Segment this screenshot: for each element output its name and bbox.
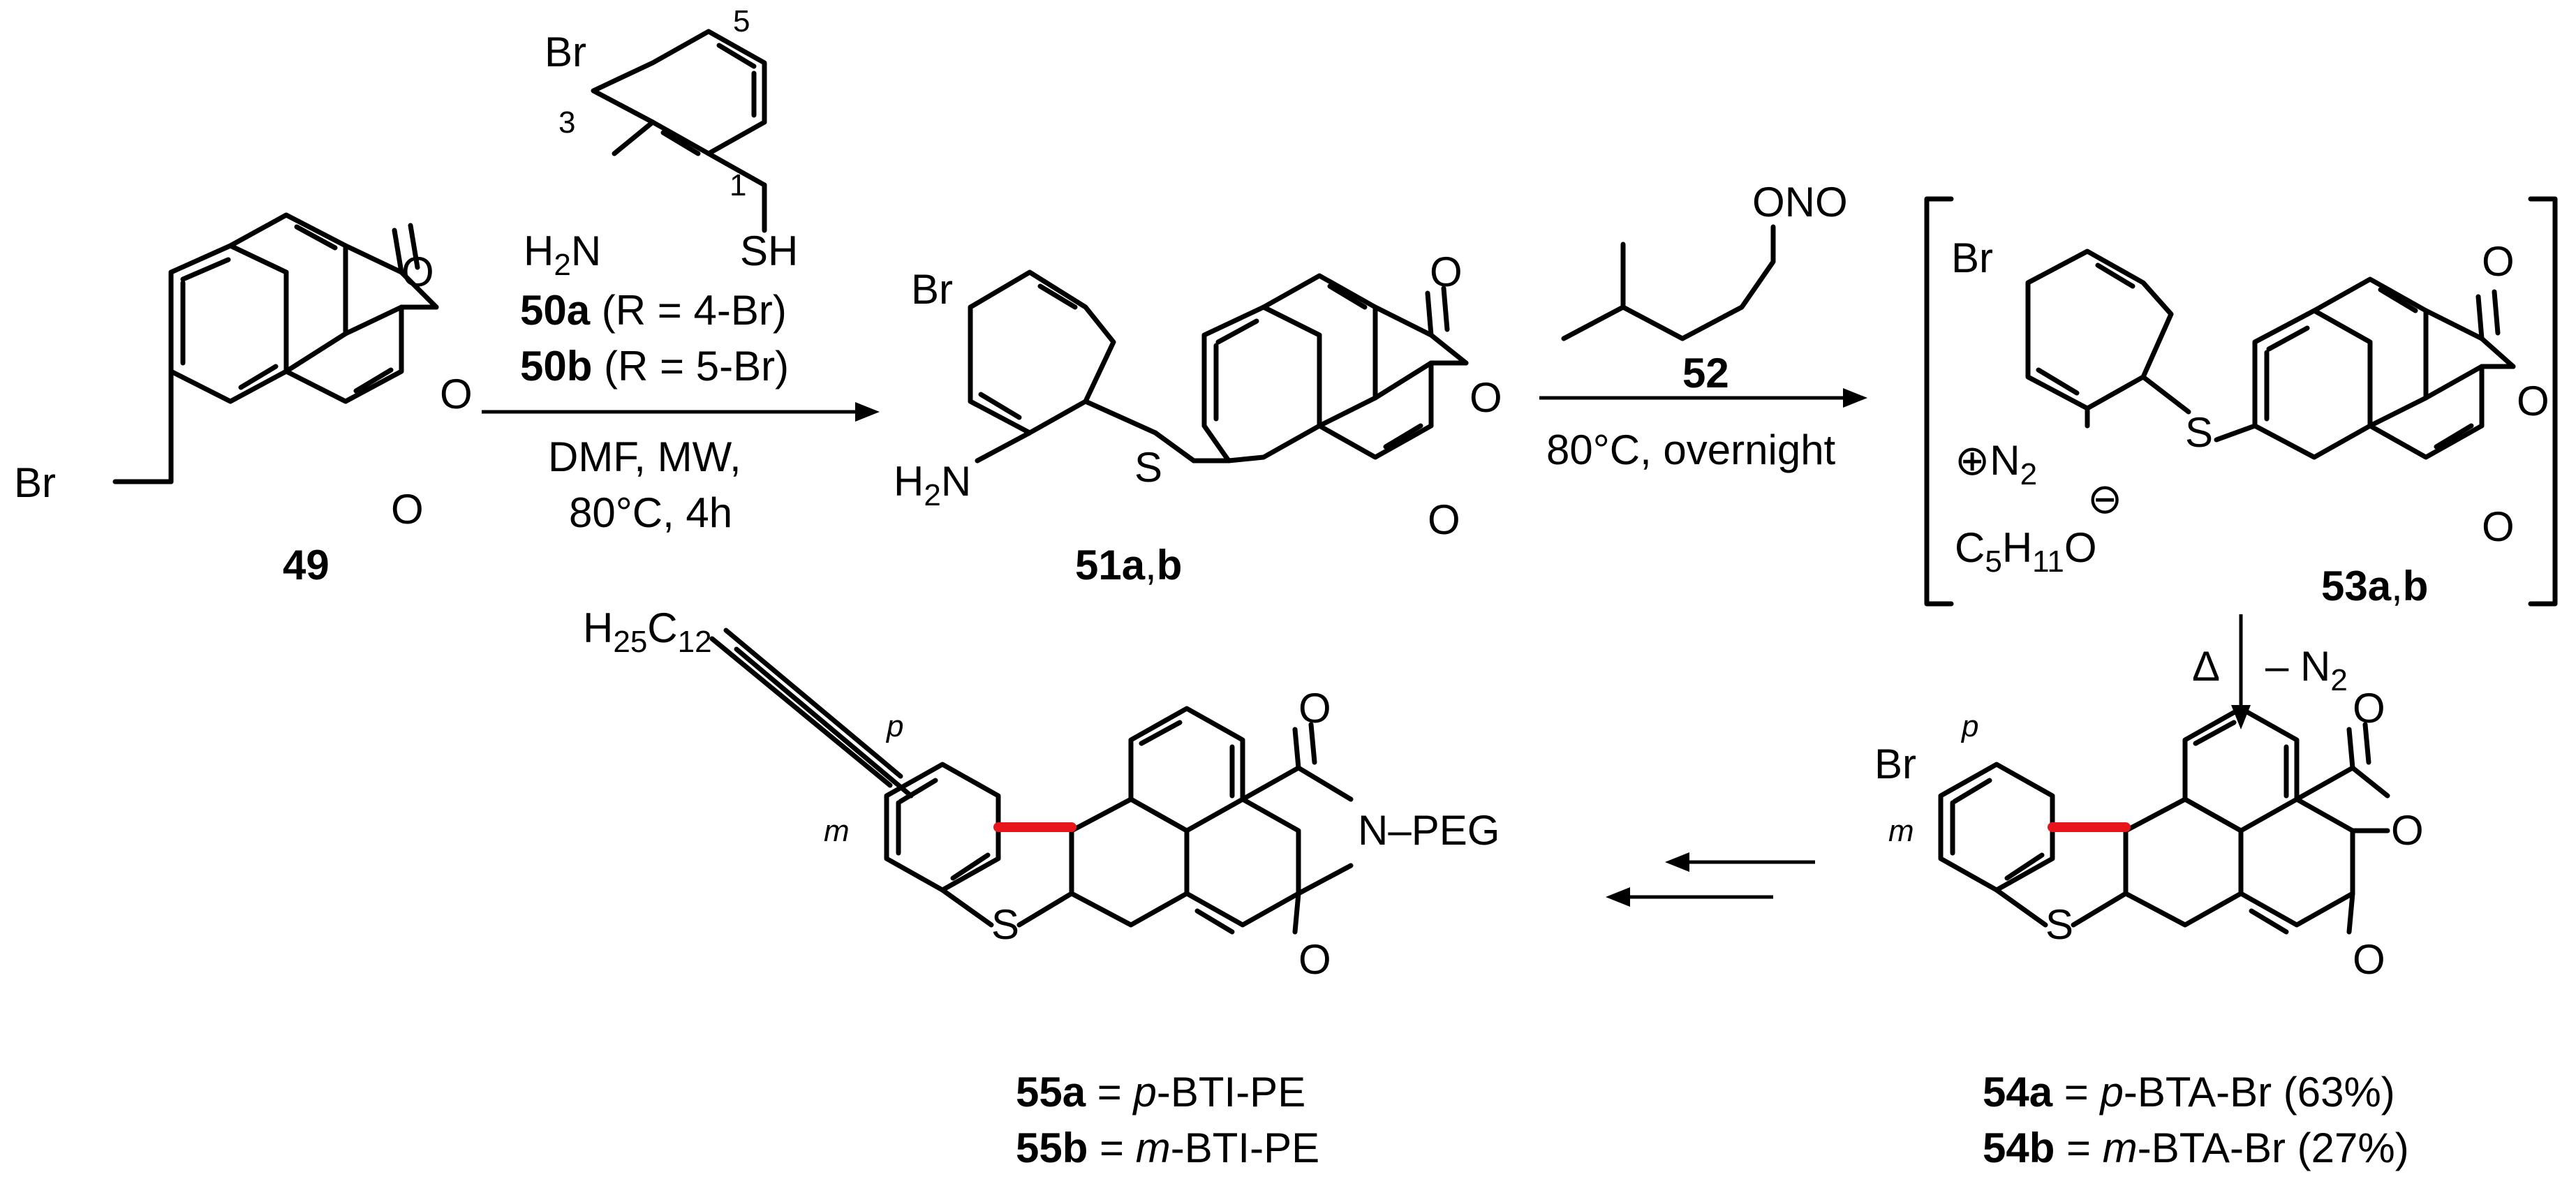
reagent-50-br-label: Br	[545, 29, 586, 75]
reagent-50: Br 3 5 1 H2N SH 50a (R = 4-Br) 50b (R = …	[520, 4, 798, 390]
compound-53-br-label: Br	[1951, 235, 1993, 281]
compound-49-ring-o: O	[440, 371, 473, 417]
compound-54-carbonyl-o-bottom: O	[2353, 936, 2385, 983]
reagent-50a-caption: 50a (R = 4-Br)	[520, 287, 787, 334]
compound-51-bonds	[968, 269, 1469, 464]
compound-55-carbonyl-o-bottom: O	[1298, 936, 1331, 983]
compound-55b-caption: 55b = m-BTI-PE	[1016, 1125, 1319, 1171]
reagent-50-position-3: 3	[558, 105, 575, 140]
compound-54: Br p m S O O O 54a = p-BTA-Br (63%) 54b …	[1874, 685, 2424, 1171]
compound-53-carbonyl-o-bottom: O	[2482, 503, 2515, 550]
step1-conditions-line1: DMF, MW,	[548, 433, 741, 480]
reagent-52-ono-label: ONO	[1752, 179, 1848, 225]
compound-55-dodecyl-label: H25C12	[583, 605, 712, 659]
compound-54-carbonyl-o-top: O	[2353, 685, 2385, 732]
compound-54-br-label: Br	[1874, 741, 1916, 787]
compound-49: O O O Br 49	[14, 212, 473, 588]
compound-53-brackets	[1924, 196, 2558, 607]
reagent-50b-caption: 50b (R = 5-Br)	[520, 343, 789, 390]
step1-conditions-line2: 80°C, 4h	[569, 489, 732, 536]
compound-53: Br ⊕N2 ⊖ C5H11O S O O O 53a,b	[1924, 196, 2558, 609]
reaction-arrow-2	[1539, 388, 1867, 408]
compound-51-br-label: Br	[911, 266, 953, 313]
compound-51-id: 51a,b	[1075, 542, 1182, 588]
compound-55-bonds	[709, 628, 1354, 935]
reagent-50-amine-label: H2N	[524, 228, 601, 282]
compound-49-carbonyl-o-bottom: O	[391, 486, 424, 533]
compound-54-bonds	[1938, 706, 2390, 935]
compound-49-bonds	[112, 212, 439, 484]
compound-55: H25C12 p m S O N–PEG O 55a = p-BTI-PE 55…	[583, 605, 1500, 1171]
compound-53-id: 53a,b	[2321, 563, 2428, 609]
compound-55-carbonyl-o-top: O	[1298, 685, 1331, 732]
reagent-52-id: 52	[1682, 350, 1729, 396]
compound-51-sulfur-label: S	[1134, 444, 1162, 491]
compound-53-carbonyl-o-top: O	[2482, 238, 2515, 285]
compound-55-meta-label: m	[824, 814, 850, 848]
reagent-50-thiol-label: SH	[740, 228, 798, 274]
compound-49-carbonyl-o-top: O	[401, 249, 434, 295]
reagent-50-position-5: 5	[733, 4, 750, 38]
step2-conditions: 80°C, overnight	[1546, 427, 1836, 473]
step3-nitrogen-loss: – N2	[2265, 643, 2348, 697]
compound-54-sulfur-label: S	[2045, 901, 2073, 948]
compound-53-anion-charge: ⊖	[2087, 475, 2122, 522]
compound-55a-caption: 55a = p-BTI-PE	[1016, 1069, 1305, 1115]
reagent-50-position-1: 1	[730, 168, 746, 202]
step3-heat-symbol: Δ	[2192, 643, 2220, 690]
compound-55-para-label: p	[885, 709, 903, 743]
compound-53-sulfur-label: S	[2185, 409, 2213, 456]
reagent-52: ONO 52	[1561, 179, 1848, 396]
compound-49-id: 49	[283, 542, 330, 588]
reaction-arrow-1	[482, 402, 880, 422]
compound-51-carbonyl-o-top: O	[1430, 249, 1463, 295]
compound-51: O O O Br H2N S 51a,b	[894, 249, 1502, 588]
compound-51-amine-label: H2N	[894, 458, 971, 512]
compound-53-diazonium-label: ⊕N2	[1955, 437, 2037, 491]
compound-54-ring-o: O	[2391, 807, 2424, 854]
compound-54b-caption: 54b = m-BTA-Br (27%)	[1983, 1125, 2409, 1171]
compound-51-carbonyl-o-bottom: O	[1428, 496, 1460, 543]
reagent-50-bonds	[591, 29, 767, 233]
compound-54-meta-label: m	[1888, 814, 1914, 848]
compound-55-peg-imide-label: N–PEG	[1358, 807, 1500, 854]
compound-53-bonds	[2025, 249, 2516, 460]
reagent-52-bonds	[1561, 224, 1776, 341]
compound-53-ring-o: O	[2517, 378, 2549, 424]
compound-49-br-label: Br	[14, 459, 56, 506]
compound-54-para-label: p	[1960, 709, 1978, 743]
compound-54a-caption: 54a = p-BTA-Br (63%)	[1983, 1069, 2395, 1115]
compound-51-ring-o: O	[1470, 374, 1502, 421]
compound-55-sulfur-label: S	[991, 901, 1019, 948]
compound-53-alkoxide-label: C5H11O	[1955, 524, 2097, 579]
multistep-arrows	[1606, 852, 1815, 907]
